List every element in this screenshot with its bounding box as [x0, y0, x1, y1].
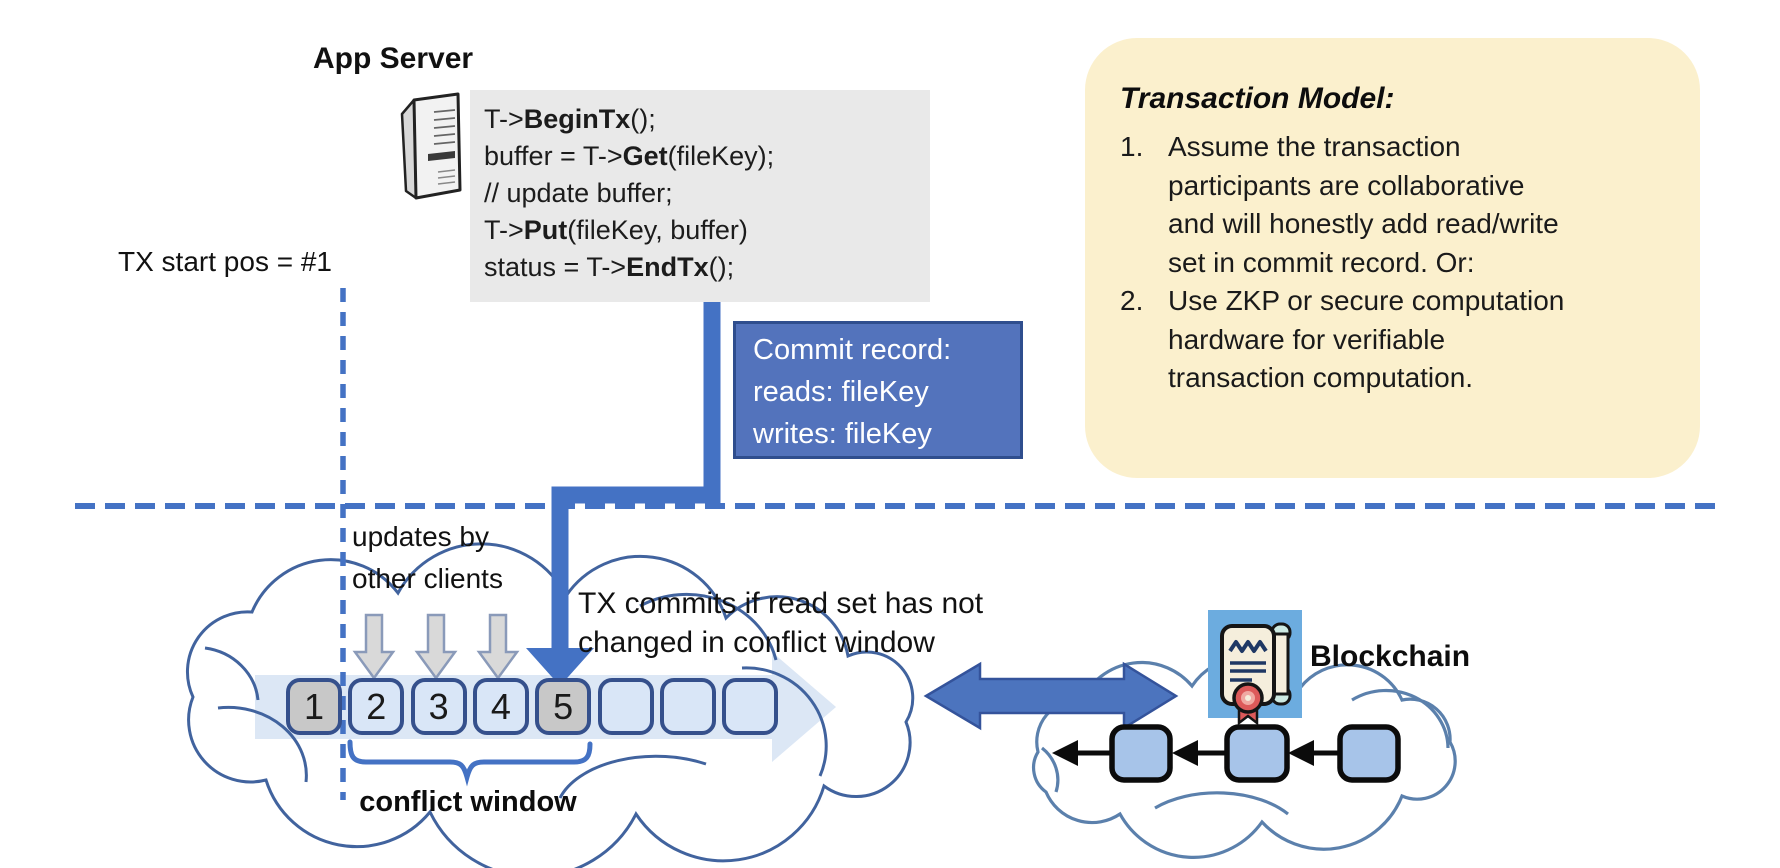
- commit-record-line: Commit record:: [753, 334, 952, 366]
- update-arrow-icon: [352, 613, 396, 681]
- conflict-window-label: conflict window: [359, 786, 577, 818]
- item-number: 1.: [1120, 131, 1144, 162]
- code-line: status = T->EndTx();: [484, 252, 735, 282]
- conflict-window-bracket: [347, 739, 593, 787]
- sync-double-arrow-icon: [923, 661, 1179, 731]
- code-block-lines: T->BeginTx(); buffer = T->Get(fileKey); //…: [484, 101, 930, 286]
- block-icon: [1337, 724, 1401, 783]
- transaction-model-item: 1. Assume the transaction participants ar…: [1120, 128, 1670, 282]
- transaction-model-items: 1. Assume the transaction participants ar…: [1120, 128, 1670, 398]
- update-arrow-icon: [414, 613, 458, 681]
- chain-links: [1052, 740, 1340, 766]
- code-line: T->BeginTx();: [484, 104, 656, 134]
- update-arrow-icon: [476, 613, 520, 681]
- chain-blocks: [1109, 724, 1401, 783]
- timeline-box-3: 3: [410, 678, 467, 735]
- commit-record-lines: Commit record: reads: fileKey writes: file…: [753, 329, 1020, 455]
- timeline-box-empty-8: [722, 678, 779, 735]
- commit-record-line: reads: fileKey: [753, 376, 929, 408]
- app-server-label: App Server: [313, 42, 474, 75]
- timeline-box-1: 1: [286, 678, 342, 735]
- commit-record-line: writes: fileKey: [753, 418, 932, 450]
- transaction-model-title: Transaction Model:: [1120, 82, 1395, 115]
- cloud-inner-arcs-right: [1040, 688, 1450, 816]
- timeline-box-4: 4: [472, 678, 529, 735]
- commit-connector-arrow: [526, 300, 721, 686]
- code-line: // update buffer;: [484, 178, 673, 208]
- tx-commits-label: TX commits if read set has not changed i…: [578, 587, 984, 659]
- code-line: T->Put(fileKey, buffer): [484, 215, 748, 245]
- timeline-box-empty-7: [659, 678, 716, 735]
- item-number: 2.: [1120, 285, 1144, 316]
- tx-start-pos-label: TX start pos = #1: [118, 246, 332, 277]
- cloud-inner-arcs: [204, 592, 828, 799]
- timeline-box-5: 5: [535, 678, 592, 735]
- timeline-box-2: 2: [348, 678, 405, 735]
- transaction-model-panel: Transaction Model: 1. Assume the transact…: [1085, 38, 1700, 478]
- timeline-box-empty-6: [597, 678, 654, 735]
- blockchain-label: Blockchain: [1310, 640, 1471, 673]
- block-icon: [1109, 724, 1173, 783]
- transaction-code-block: T->BeginTx(); buffer = T->Get(fileKey); //…: [470, 90, 930, 302]
- update-arrow-icons: [352, 613, 520, 681]
- updates-by-clients-label: updates by other clients: [352, 521, 503, 594]
- server-icon: [400, 92, 462, 200]
- block-icon: [1224, 724, 1290, 783]
- item-text: Use ZKP or secure computation hardware f…: [1168, 285, 1565, 393]
- code-line: buffer = T->Get(fileKey);: [484, 141, 775, 171]
- commit-record-box: Commit record: reads: fileKey writes: file…: [733, 321, 1023, 459]
- transaction-model-item: 2. Use ZKP or secure computation hardware…: [1120, 282, 1670, 398]
- contract-icon: [1208, 610, 1302, 726]
- item-text: Assume the transaction participants are …: [1168, 131, 1559, 278]
